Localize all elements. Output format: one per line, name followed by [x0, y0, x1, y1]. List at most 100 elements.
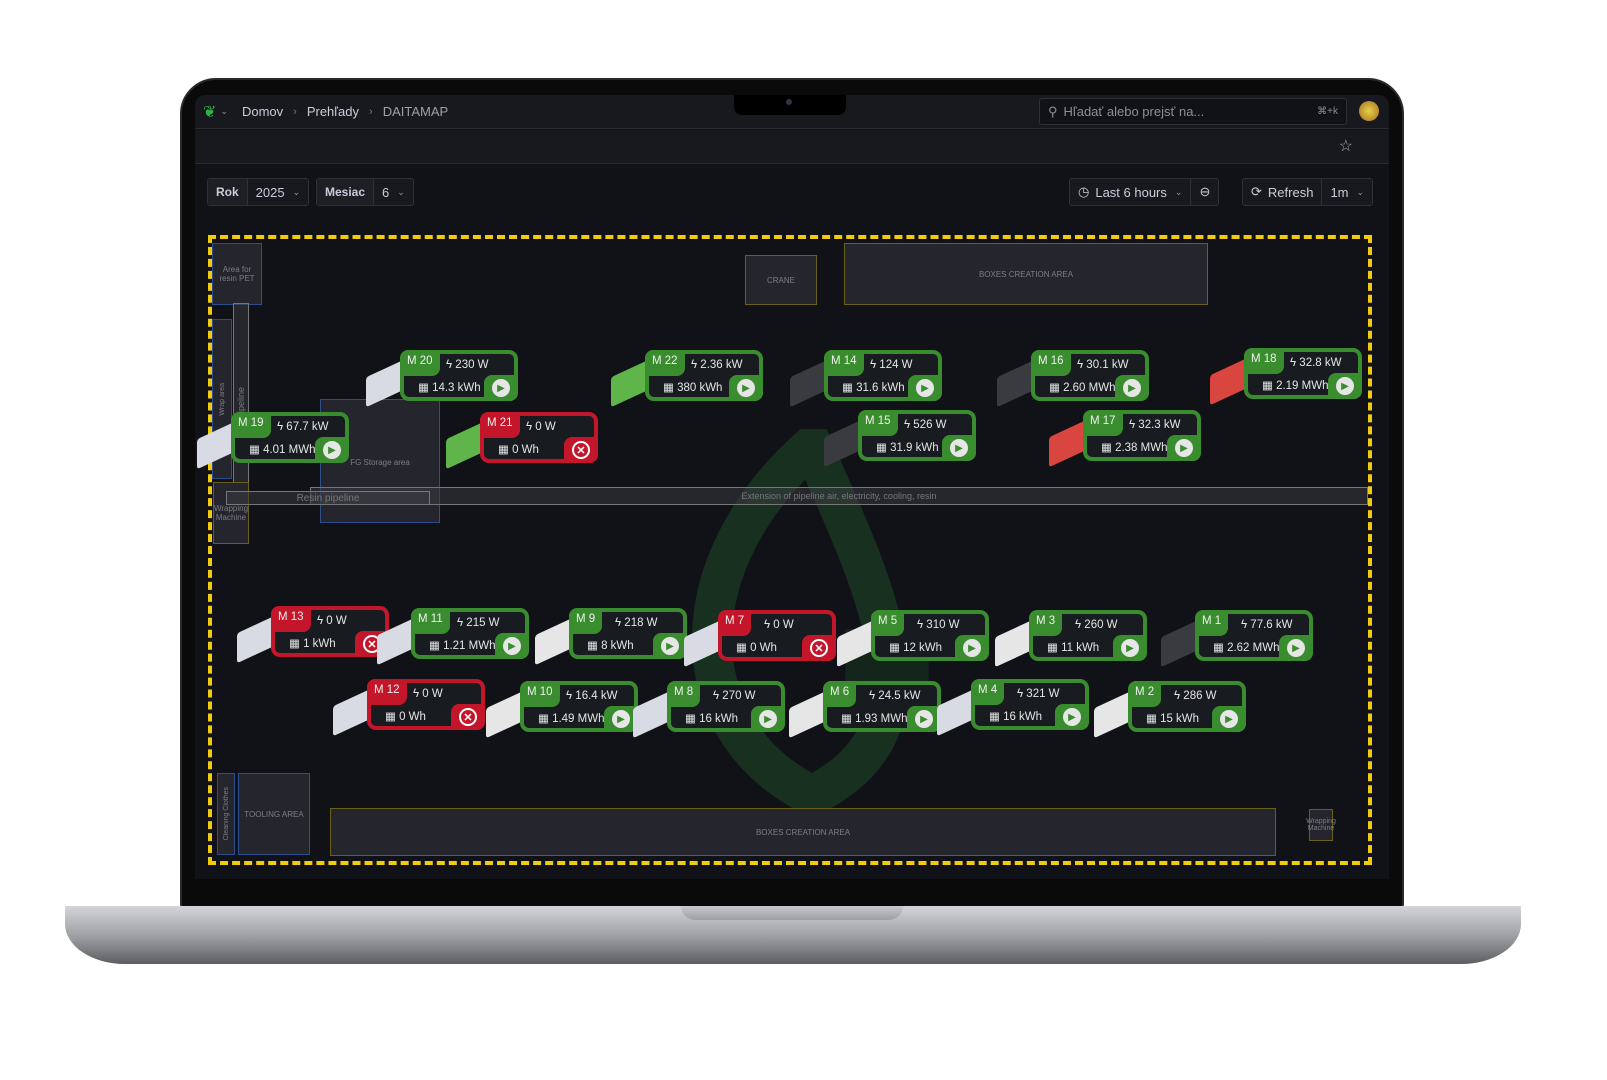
lightning-icon: ϟ	[566, 690, 576, 702]
energy-value: 8 kWh	[601, 640, 634, 652]
breadcrumb-current: DAITAMAP	[382, 104, 449, 119]
machine-card[interactable]: M 13 ϟ 0 W ▦ 1 kWh ✕	[271, 606, 389, 657]
machine-card[interactable]: M 19 ϟ 67.7 kW ▦ 4.01 MWh ▶	[231, 412, 349, 463]
power-value: 67.7 kW	[286, 421, 329, 433]
chevron-down-icon[interactable]: ⌄	[220, 106, 228, 116]
year-select[interactable]: 2025⌄	[248, 179, 308, 205]
machine-card[interactable]: M 16 ϟ 30.1 kW ▦ 2.60 MWh ▶	[1031, 350, 1149, 401]
zone-tooling: TOOLING AREA	[238, 773, 310, 855]
star-icon[interactable]: ☆	[1338, 138, 1353, 155]
energy-value: 1.49 MWh	[552, 713, 605, 725]
calendar-icon: ▦	[498, 444, 513, 456]
status-indicator: ▶	[1328, 373, 1362, 399]
machine-card[interactable]: M 11 ϟ 215 W ▦ 1.21 MWh ▶	[411, 608, 529, 659]
machine-name: M 8	[667, 681, 701, 707]
refresh-interval-select[interactable]: 1m⌄	[1321, 179, 1372, 205]
zoom-out-button[interactable]: ⊖	[1190, 179, 1218, 205]
clock-icon: ◷	[1078, 184, 1090, 199]
breadcrumb-dashboards[interactable]: Prehľady	[306, 104, 360, 119]
power-value: 321 W	[1026, 688, 1060, 700]
machine-card[interactable]: M 15 ϟ 526 W ▦ 31.9 kWh ▶	[858, 410, 976, 461]
play-icon: ▶	[963, 639, 981, 657]
power-readout: ϟ 30.1 kW	[1077, 359, 1128, 371]
power-readout: ϟ 310 W	[917, 619, 960, 631]
energy-value: 16 kWh	[1003, 711, 1043, 723]
machine-card[interactable]: M 5 ϟ 310 W ▦ 12 kWh ▶	[871, 610, 989, 661]
machine-name: M 14	[824, 350, 864, 376]
energy-value: 2.60 MWh	[1063, 382, 1116, 394]
power-readout: ϟ 0 W	[764, 619, 794, 631]
machine-card[interactable]: M 3 ϟ 260 W ▦ 11 kWh ▶	[1029, 610, 1147, 661]
play-icon: ▶	[1063, 708, 1081, 726]
machine-card[interactable]: M 10 ϟ 16.4 kW ▦ 1.49 MWh ▶	[520, 681, 638, 732]
energy-value: 1 kWh	[303, 638, 336, 650]
machine-card[interactable]: M 2 ϟ 286 W ▦ 15 kWh ▶	[1128, 681, 1246, 732]
energy-value: 31.9 kWh	[890, 442, 939, 454]
status-indicator: ▶	[315, 437, 349, 463]
energy-value: 0 Wh	[512, 444, 539, 456]
machine-card[interactable]: M 14 ϟ 124 W ▦ 31.6 kWh ▶	[824, 350, 942, 401]
search-input[interactable]: ⚲Hľadať alebo prejsť na...⌘+k	[1039, 98, 1347, 125]
calendar-icon: ▦	[841, 713, 856, 725]
power-readout: ϟ 2.36 kW	[691, 359, 742, 371]
machine-card[interactable]: M 21 ϟ 0 W ▦ 0 Wh ✕	[480, 412, 598, 463]
play-icon: ▶	[737, 379, 755, 397]
machine-card[interactable]: M 4 ϟ 321 W ▦ 16 kWh ▶	[971, 679, 1089, 730]
lightning-icon: ϟ	[1174, 690, 1184, 702]
machine-card[interactable]: M 8 ϟ 270 W ▦ 16 kWh ▶	[667, 681, 785, 732]
avatar[interactable]	[1359, 101, 1379, 121]
play-icon: ▶	[661, 637, 679, 655]
calendar-icon: ▦	[889, 642, 904, 654]
dashboard-toolbar: ☆	[195, 130, 1389, 164]
energy-value: 4.01 MWh	[263, 444, 316, 456]
energy-readout: ▦ 1 kWh	[289, 636, 336, 650]
energy-value: 12 kWh	[903, 642, 943, 654]
machine-card[interactable]: M 18 ϟ 32.8 kW ▦ 2.19 MWh ▶	[1244, 348, 1362, 399]
app-logo-icon[interactable]: ❦	[203, 103, 217, 121]
lightning-icon: ϟ	[713, 690, 723, 702]
energy-readout: ▦ 31.6 kWh	[842, 380, 905, 394]
refresh-icon: ⟳	[1251, 184, 1262, 199]
machine-card[interactable]: M 6 ϟ 24.5 kW ▦ 1.93 MWh ▶	[823, 681, 941, 732]
month-select[interactable]: 6⌄	[374, 179, 413, 205]
time-picker-button[interactable]: ◷Last 6 hours⌄	[1070, 179, 1190, 205]
machine-card[interactable]: M 9 ϟ 218 W ▦ 8 kWh ▶	[569, 608, 687, 659]
machine-card[interactable]: M 1 ϟ 77.6 kW ▦ 2.62 MWh ▶	[1195, 610, 1313, 661]
lightning-icon: ϟ	[413, 688, 423, 700]
lightning-icon: ϟ	[917, 619, 927, 631]
machine-card[interactable]: M 12 ϟ 0 W ▦ 0 Wh ✕	[367, 679, 485, 730]
machine-name: M 15	[858, 410, 898, 436]
status-indicator: ▶	[908, 375, 942, 401]
search-placeholder: Hľadať alebo prejsť na...	[1063, 104, 1205, 119]
machine-card[interactable]: M 17 ϟ 32.3 kW ▦ 2.38 MWh ▶	[1083, 410, 1201, 461]
lid-notch	[681, 906, 903, 920]
power-value: 0 W	[773, 619, 794, 631]
machine-name: M 1	[1195, 610, 1229, 636]
energy-value: 1.93 MWh	[855, 713, 908, 725]
status-indicator: ✕	[802, 635, 836, 661]
laptop-base	[65, 906, 1521, 964]
refresh-button[interactable]: ⟳Refresh	[1243, 179, 1321, 205]
machine-card[interactable]: M 20 ϟ 230 W ▦ 14.3 kWh ▶	[400, 350, 518, 401]
machine-name: M 20	[400, 350, 440, 376]
power-value: 310 W	[926, 619, 960, 631]
machine-card[interactable]: M 7 ϟ 0 W ▦ 0 Wh ✕	[718, 610, 836, 661]
chevron-down-icon: ⌄	[397, 186, 405, 197]
power-readout: ϟ 286 W	[1174, 690, 1217, 702]
power-value: 16.4 kW	[575, 690, 618, 702]
energy-readout: ▦ 2.19 MWh	[1262, 378, 1328, 392]
energy-readout: ▦ 4.01 MWh	[249, 442, 315, 456]
stop-circle-x-icon: ✕	[459, 708, 477, 726]
status-indicator: ▶	[1212, 706, 1246, 732]
lightning-icon: ϟ	[1017, 688, 1027, 700]
power-readout: ϟ 270 W	[713, 690, 756, 702]
time-range-picker[interactable]: ◷Last 6 hours⌄⊖	[1069, 178, 1220, 206]
machine-card[interactable]: M 22 ϟ 2.36 kW ▦ 380 kWh ▶	[645, 350, 763, 401]
status-indicator: ▶	[942, 435, 976, 461]
energy-value: 14.3 kWh	[432, 382, 481, 394]
breadcrumb-home[interactable]: Domov	[241, 104, 284, 119]
calendar-icon: ▦	[1101, 442, 1116, 454]
